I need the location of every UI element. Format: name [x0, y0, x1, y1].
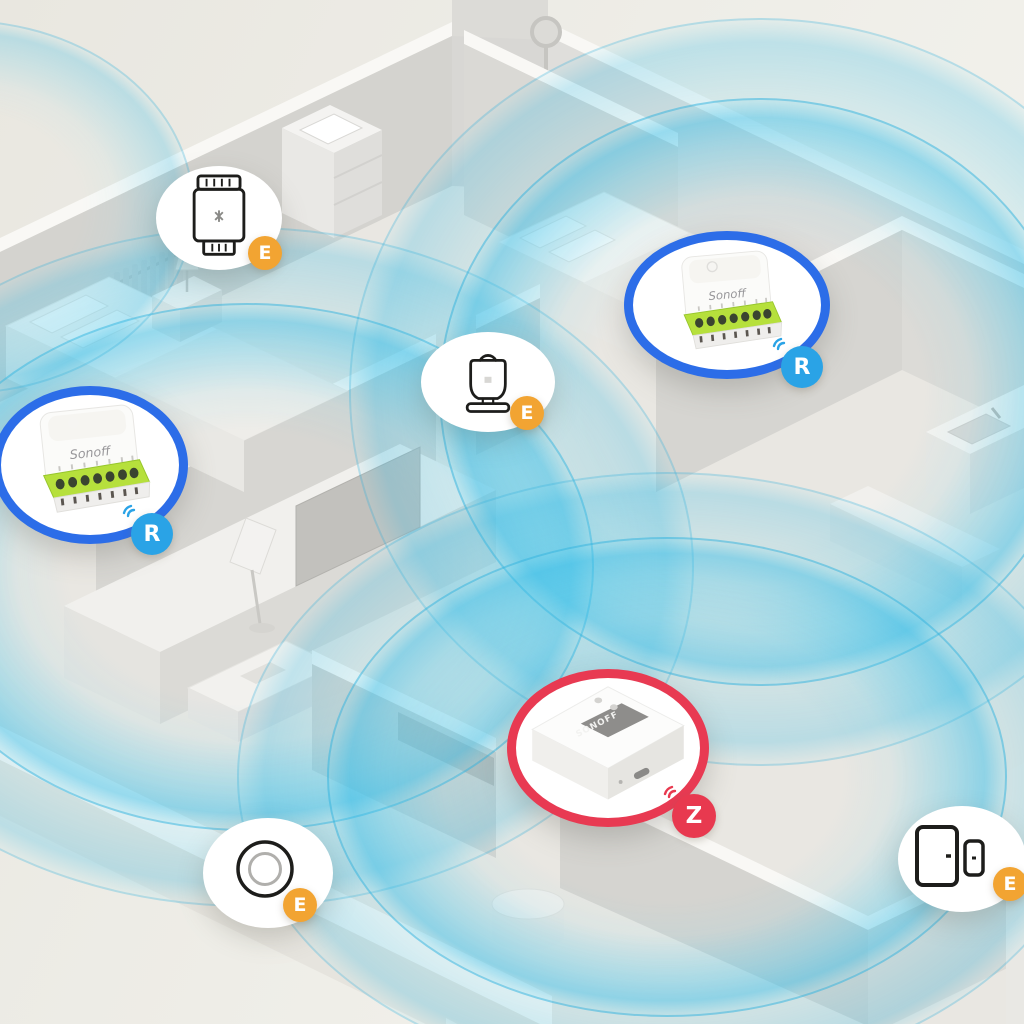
signal-waves-icon [122, 504, 136, 518]
signal-waves-icon [663, 785, 677, 799]
router-badge-letter: R [793, 354, 811, 380]
signal-waves-icon [772, 337, 786, 351]
round-stool [491, 888, 565, 950]
smart-relay-device: Sonoff [681, 250, 783, 350]
callout-radiator-valve: E [156, 166, 282, 270]
nightstand [152, 253, 222, 342]
bathroom-vanity [282, 105, 383, 238]
end-device-badge: E [248, 236, 282, 270]
relay-logo: Sonoff [69, 443, 113, 462]
wall-kitchen [902, 216, 1024, 428]
coffee-table [186, 640, 338, 742]
round-button-icon [236, 840, 294, 898]
router-badge-letter: R [143, 521, 161, 547]
device-zigbee-bridge: SONOFF Z [507, 669, 716, 838]
kitchen-counter [926, 385, 1024, 514]
floor-lamp [229, 517, 277, 633]
callout-humidifier: E [421, 332, 555, 432]
end-device-badge: E [993, 867, 1024, 901]
callout-door-sensor: E [898, 806, 1024, 912]
device-right-relay: Sonoff [624, 231, 830, 388]
door-window-sensor-icon [915, 825, 985, 887]
end-device-badge: E [510, 396, 544, 430]
device-left-relay: Sonoff [0, 386, 188, 555]
coordinator-badge: Z [663, 785, 716, 838]
end-device-badge: E [283, 888, 317, 922]
smart-relay-device: Sonoff [39, 404, 151, 513]
coordinator-badge-letter: Z [685, 803, 703, 829]
kitchen-island [830, 486, 1000, 604]
router-badge: R [772, 337, 823, 388]
zigbee-bridge-device: SONOFF [531, 686, 685, 800]
humidifier-icon [465, 354, 511, 413]
relay-logo: Sonoff [708, 286, 748, 303]
router-badge: R [122, 504, 173, 555]
callout-smart-button: E [203, 818, 333, 928]
radiator-thermostat-icon [192, 174, 246, 256]
